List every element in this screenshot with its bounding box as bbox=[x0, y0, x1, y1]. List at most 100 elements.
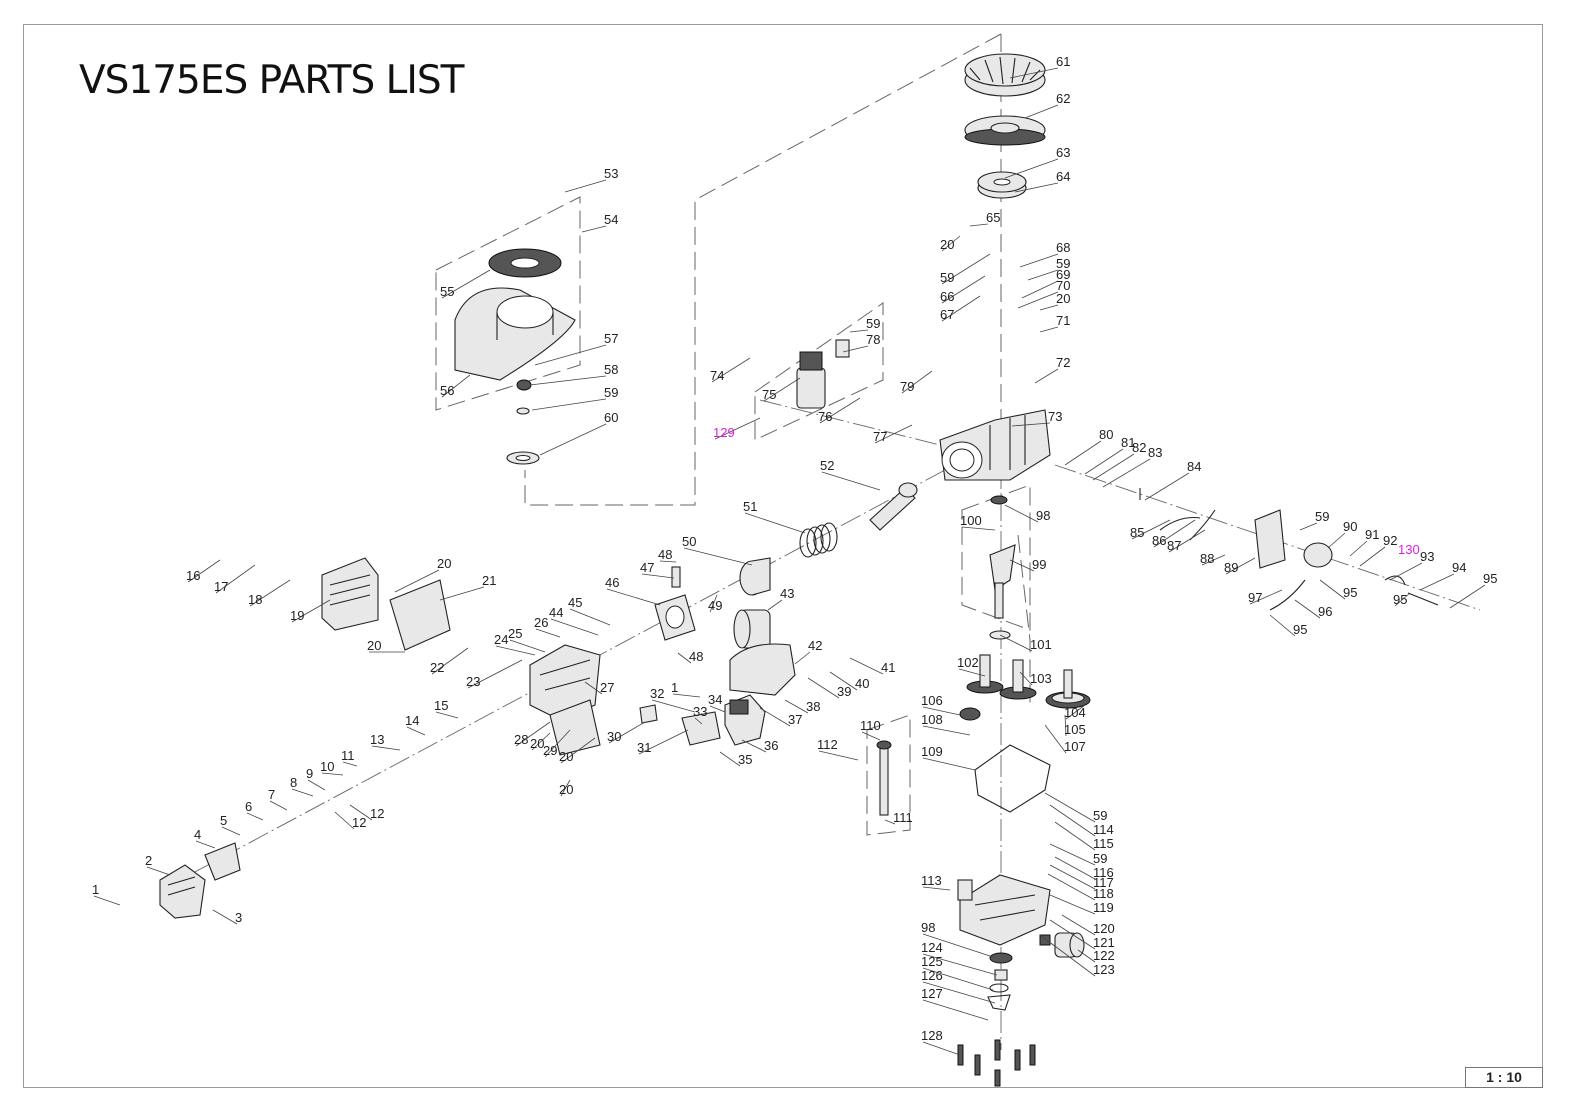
leader-line bbox=[1064, 440, 1102, 466]
part-callout-100: 100 bbox=[960, 513, 982, 528]
part-callout-123: 123 bbox=[1093, 962, 1115, 977]
part-callout-41: 41 bbox=[881, 660, 895, 675]
leader-line bbox=[269, 800, 288, 811]
leader-line bbox=[435, 711, 459, 719]
leader-line bbox=[714, 417, 761, 440]
part-callout-96: 96 bbox=[1318, 604, 1332, 619]
part-callout-51: 51 bbox=[743, 499, 757, 514]
leader-line bbox=[922, 757, 976, 771]
part-callout-19: 19 bbox=[290, 608, 304, 623]
leader-line bbox=[941, 295, 981, 322]
leader-line bbox=[1044, 792, 1096, 823]
part-callout-44: 44 bbox=[549, 605, 563, 620]
leader-line bbox=[849, 657, 884, 675]
oil-slinger-part bbox=[959, 707, 981, 721]
leader-line bbox=[819, 397, 861, 424]
control-bracket-part bbox=[1254, 509, 1286, 569]
cylinder-head-part bbox=[529, 644, 601, 721]
part-callout-122: 122 bbox=[1093, 948, 1115, 963]
leader-line bbox=[221, 826, 241, 836]
part-callout-63: 63 bbox=[1056, 145, 1070, 160]
part-callout-32: 32 bbox=[650, 686, 664, 701]
part-callout-24: 24 bbox=[494, 632, 508, 647]
part-callout-59: 59 bbox=[604, 385, 618, 400]
heat-shield-part bbox=[549, 699, 601, 756]
leader-line bbox=[922, 953, 998, 976]
leader-line bbox=[569, 608, 611, 626]
blower-housing-part bbox=[454, 248, 576, 381]
leader-line bbox=[641, 573, 675, 579]
leader-line bbox=[1009, 67, 1059, 79]
part-callout-125: 125 bbox=[921, 954, 943, 969]
leader-line bbox=[406, 726, 426, 736]
part-callout-23: 23 bbox=[466, 674, 480, 689]
leader-line bbox=[371, 745, 401, 751]
leader-line bbox=[1144, 472, 1190, 501]
leader-line bbox=[999, 634, 1033, 652]
part-callout-119: 119 bbox=[1093, 900, 1114, 915]
part-callout-120: 120 bbox=[1093, 921, 1115, 936]
part-callout-11: 11 bbox=[341, 748, 355, 763]
part-callout-98: 98 bbox=[1036, 508, 1050, 523]
leader-line bbox=[1004, 158, 1059, 179]
leader-line bbox=[672, 693, 701, 698]
oil-filter-part bbox=[1039, 932, 1085, 958]
leader-line bbox=[509, 639, 546, 653]
page-title: VS175ES PARTS LIST bbox=[79, 58, 464, 103]
leader-line bbox=[694, 717, 703, 725]
leader-line bbox=[969, 223, 989, 227]
leader-line bbox=[495, 645, 536, 656]
part-callout-105: 105 bbox=[1064, 722, 1086, 737]
leader-line bbox=[1349, 540, 1368, 557]
part-callout-35: 35 bbox=[738, 752, 752, 767]
leader-line bbox=[535, 628, 561, 638]
part-callout-20: 20 bbox=[437, 556, 451, 571]
leader-line bbox=[821, 471, 881, 491]
leader-line bbox=[439, 586, 485, 601]
leader-line bbox=[763, 377, 801, 402]
part-callout-2: 2 bbox=[145, 853, 152, 868]
leader-line bbox=[818, 750, 859, 761]
leader-line bbox=[874, 424, 913, 444]
part-callout-111: 111 bbox=[893, 810, 913, 825]
leader-line bbox=[861, 731, 881, 741]
part-callout-64: 64 bbox=[1056, 169, 1070, 184]
part-callout-104: 104 bbox=[1064, 705, 1086, 720]
leader-line bbox=[195, 840, 216, 849]
part-callout-92: 92 bbox=[1383, 533, 1397, 548]
leader-line bbox=[1049, 864, 1096, 890]
part-callout-59: 59 bbox=[866, 316, 880, 331]
part-callout-106: 106 bbox=[921, 693, 943, 708]
part-callout-5: 5 bbox=[220, 813, 227, 828]
part-callout-22: 22 bbox=[430, 660, 444, 675]
part-callout-101: 101 bbox=[1030, 637, 1052, 652]
leader-line bbox=[1017, 291, 1059, 309]
part-callout-3: 3 bbox=[235, 910, 242, 925]
leader-line bbox=[1019, 253, 1059, 268]
part-callout-85: 85 bbox=[1130, 525, 1144, 540]
leader-line bbox=[1049, 919, 1096, 950]
part-callout-56: 56 bbox=[440, 383, 454, 398]
leader-line bbox=[608, 721, 646, 744]
piston-part bbox=[739, 557, 771, 596]
leader-line bbox=[1027, 269, 1059, 281]
part-callout-77: 77 bbox=[873, 429, 887, 444]
starter-group-outline bbox=[754, 302, 884, 441]
piston-rings-part bbox=[799, 522, 838, 558]
air-filter-part bbox=[733, 609, 771, 649]
part-callout-13: 13 bbox=[370, 732, 384, 747]
starter-axis-line bbox=[759, 399, 941, 446]
part-callout-59: 59 bbox=[1093, 808, 1107, 823]
part-callout-83: 83 bbox=[1148, 445, 1162, 460]
part-callout-115: 115 bbox=[1093, 836, 1114, 851]
part-callout-8: 8 bbox=[290, 775, 297, 790]
leader-line bbox=[349, 804, 373, 821]
crankshaft-group-outline bbox=[961, 484, 1031, 631]
flywheel-fan-part bbox=[964, 53, 1046, 97]
part-callout-59: 59 bbox=[940, 270, 954, 285]
leader-line bbox=[550, 618, 599, 636]
part-callout-62: 62 bbox=[1056, 91, 1070, 106]
rectifier-part bbox=[835, 339, 850, 358]
leader-line bbox=[961, 526, 996, 531]
